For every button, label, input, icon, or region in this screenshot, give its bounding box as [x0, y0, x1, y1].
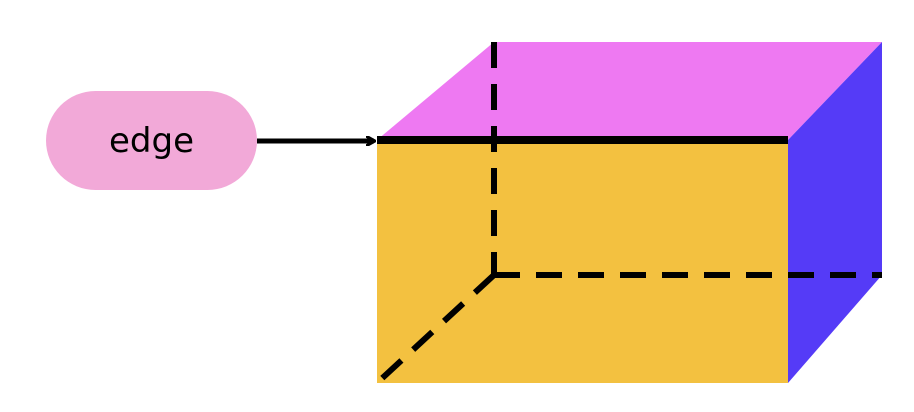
edge-label: edge: [46, 91, 257, 190]
front-face: [377, 140, 788, 383]
edge-label-text: edge: [109, 120, 194, 161]
hidden-edge-diagonal: [374, 272, 497, 386]
top-face: [377, 42, 882, 140]
side-face: [788, 42, 882, 383]
